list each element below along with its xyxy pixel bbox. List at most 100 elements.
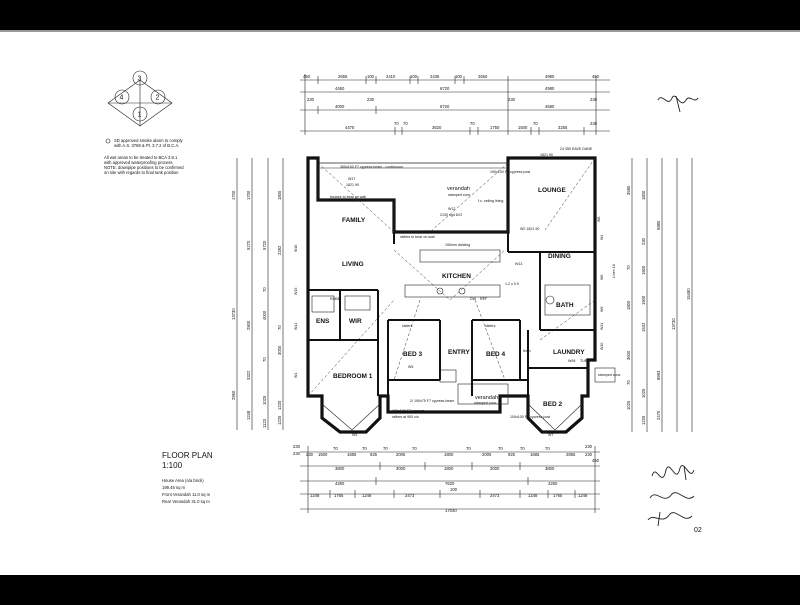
label-w15: W15 — [294, 288, 298, 295]
bottom-dim-r1-13: 925 — [508, 452, 516, 457]
bottom-dim-r4-1: 1765 — [334, 493, 344, 498]
room-entry: ENTRY — [448, 349, 470, 356]
notes-block: SD approved smoke alarm to comply with A… — [104, 138, 184, 175]
ensuite-shower — [311, 295, 335, 313]
bottom-dim-top-extra-1: 230 — [293, 451, 301, 456]
top-dim-r1-6: 100 — [455, 74, 463, 79]
bottom-dim-r1-2: 70 — [333, 446, 338, 451]
top-dim-r3-1: 4000 — [335, 104, 345, 109]
left-dim-r1-0: 1700 — [231, 190, 236, 200]
signature-marks — [647, 95, 699, 527]
left-dim-r3-6: 1225 — [277, 415, 282, 425]
label-robe: ROBE — [330, 297, 341, 301]
label-w16: W16 — [294, 245, 298, 252]
bottom-dim-r2-0: 3800 — [335, 466, 345, 471]
left-dim-r3-2: 1248 — [246, 410, 251, 420]
label-w17: W17 — [348, 177, 355, 181]
right-dim-r1-0: 3580 — [626, 185, 631, 195]
top-dim-r1-2: 100 — [367, 74, 375, 79]
right-dim-r2-3: 1532 — [641, 322, 646, 332]
paper — [0, 30, 800, 575]
annotations: W17 1821 90 trusses to bear on wall W12 … — [294, 147, 621, 437]
left-dim-r1-1: 1700 — [246, 190, 251, 200]
plan-title: FLOOR PLAN — [162, 451, 213, 460]
note-line-1: SD approved smoke alarm to comply — [114, 138, 184, 143]
bottom-dim-r1-3: 1685 — [347, 452, 357, 457]
bottom-dim-top-extra-2: 230 — [585, 444, 593, 449]
label-w4: W4 — [600, 235, 604, 240]
left-dim-r3-1: 1220 — [277, 400, 282, 410]
room-verandah-rear: verandah — [447, 186, 470, 192]
left-dimensions: 1700 1700 13730 2282 1800 5270 5720 4000… — [231, 158, 284, 430]
top-dim-r4-7: 70 — [533, 121, 538, 126]
label-strip-note: 1.2 x 0.9 — [505, 282, 519, 286]
entry-step — [439, 369, 457, 383]
label-linen: Linen 18 — [612, 264, 616, 278]
note-line-2: with A.S. 3786 & Pt. 3.7.2 of B.C.A. — [114, 143, 179, 148]
bottom-dim-r1-12: 70 — [498, 446, 503, 451]
bottom-dimensions: 230 230 230 450 230 1500 70 1685 70 925 … — [293, 444, 600, 513]
top-dim-r2-0: 4460 — [335, 86, 345, 91]
cooktop-icon — [458, 287, 466, 295]
signature-3 — [647, 511, 693, 527]
roof-hip-lines — [307, 157, 596, 397]
right-dimensions: 3580 230 6880 15480 13730 8993 1800 1900… — [626, 158, 693, 432]
bottom-dim-r2-2: 1800 — [444, 466, 454, 471]
top-dim-r1-9: 450 — [592, 74, 600, 79]
label-cypress-front2: rafters at 900 c/s — [392, 415, 419, 419]
left-dim-r1-4: 1800 — [277, 190, 282, 200]
title-block: FLOOR PLAN 1:100 House Area (o/a brick) … — [162, 451, 213, 504]
room-verandah-front-sub: stamped conc — [474, 401, 497, 405]
label-cypress-front3: 2/ 190x75 F7 cypress beam — [410, 399, 454, 403]
left-dim-r2-5: 3322 — [246, 370, 251, 380]
compass-label-1: 1 — [138, 112, 142, 119]
bottom-dim-r4-2: 1248 — [362, 493, 372, 498]
bottom-dim-r1-17: 2855 — [566, 452, 576, 457]
bottom-dim-r1-4: 70 — [362, 446, 367, 451]
label-w8: W8 — [597, 217, 601, 222]
room-living: LIVING — [342, 261, 364, 268]
bottom-dim-r2-1: 3000 — [396, 466, 406, 471]
bay-window-bedroom1 — [321, 403, 381, 431]
room-bath: BATH — [556, 302, 574, 309]
note-line-3: All wet areas to be treated to BCA 3.8.1 — [104, 155, 178, 160]
bath-basin-icon — [545, 295, 555, 305]
label-rafters-note: rafters to bear on wall — [400, 235, 435, 239]
left-dim-r3-4: 70 — [262, 357, 267, 362]
top-dimensions: 450 2655 100 2410 100 2435 100 2650 4980… — [300, 74, 610, 135]
bottom-dim-r3-0: 4260 — [335, 481, 345, 486]
label-trusses-note: trusses to bear on wall — [330, 195, 366, 199]
label-tub: TUB — [580, 359, 588, 363]
bottom-dim-r1-11: 2005 — [482, 452, 492, 457]
bottom-dim-r1-1: 1500 — [318, 452, 328, 457]
room-bed4: BED 4 — [486, 351, 506, 358]
kitchen-bench — [404, 284, 501, 298]
right-dim-r3-2: 1800 — [626, 300, 631, 310]
room-laundry: LAUNDRY — [553, 349, 585, 356]
label-w5: W5 — [408, 365, 413, 369]
label-ref: REF — [480, 297, 488, 301]
right-dim-r2-4: 1025 — [641, 388, 646, 398]
bottom-dim-r3-1: 7620 — [445, 481, 455, 486]
label-sliders-bed3: sliders — [402, 324, 413, 328]
top-dim-r4-2: 70 — [403, 121, 408, 126]
top-dim-r1-0: 450 — [303, 74, 311, 79]
house-area-label: House Area (o/a brick) — [162, 478, 204, 483]
bottom-dim-r4-7: 1765 — [553, 493, 563, 498]
top-dim-r3-0: 230 — [307, 97, 315, 102]
plan-scale: 1:100 — [162, 461, 183, 470]
top-dim-r4-8: 3255 — [558, 125, 568, 130]
bottom-dim-r1-8: 70 — [412, 446, 417, 451]
bottom-dim-r1-0: 230 — [306, 452, 314, 457]
note-line-4: with approved waterproofing process — [104, 160, 172, 165]
top-dim-r4-6: 1500 — [518, 125, 528, 130]
label-w11: W11 — [600, 323, 604, 330]
compass-diagram: 3 2 1 4 — [107, 70, 173, 127]
bottom-dim-r3-2: 4260 — [548, 481, 558, 486]
signature-2 — [649, 492, 695, 499]
label-dim-1821: 1821 90 — [540, 153, 553, 157]
right-dim-r1-5: 8993 — [656, 370, 661, 380]
right-dim-r3-1: 3600 — [626, 350, 631, 360]
